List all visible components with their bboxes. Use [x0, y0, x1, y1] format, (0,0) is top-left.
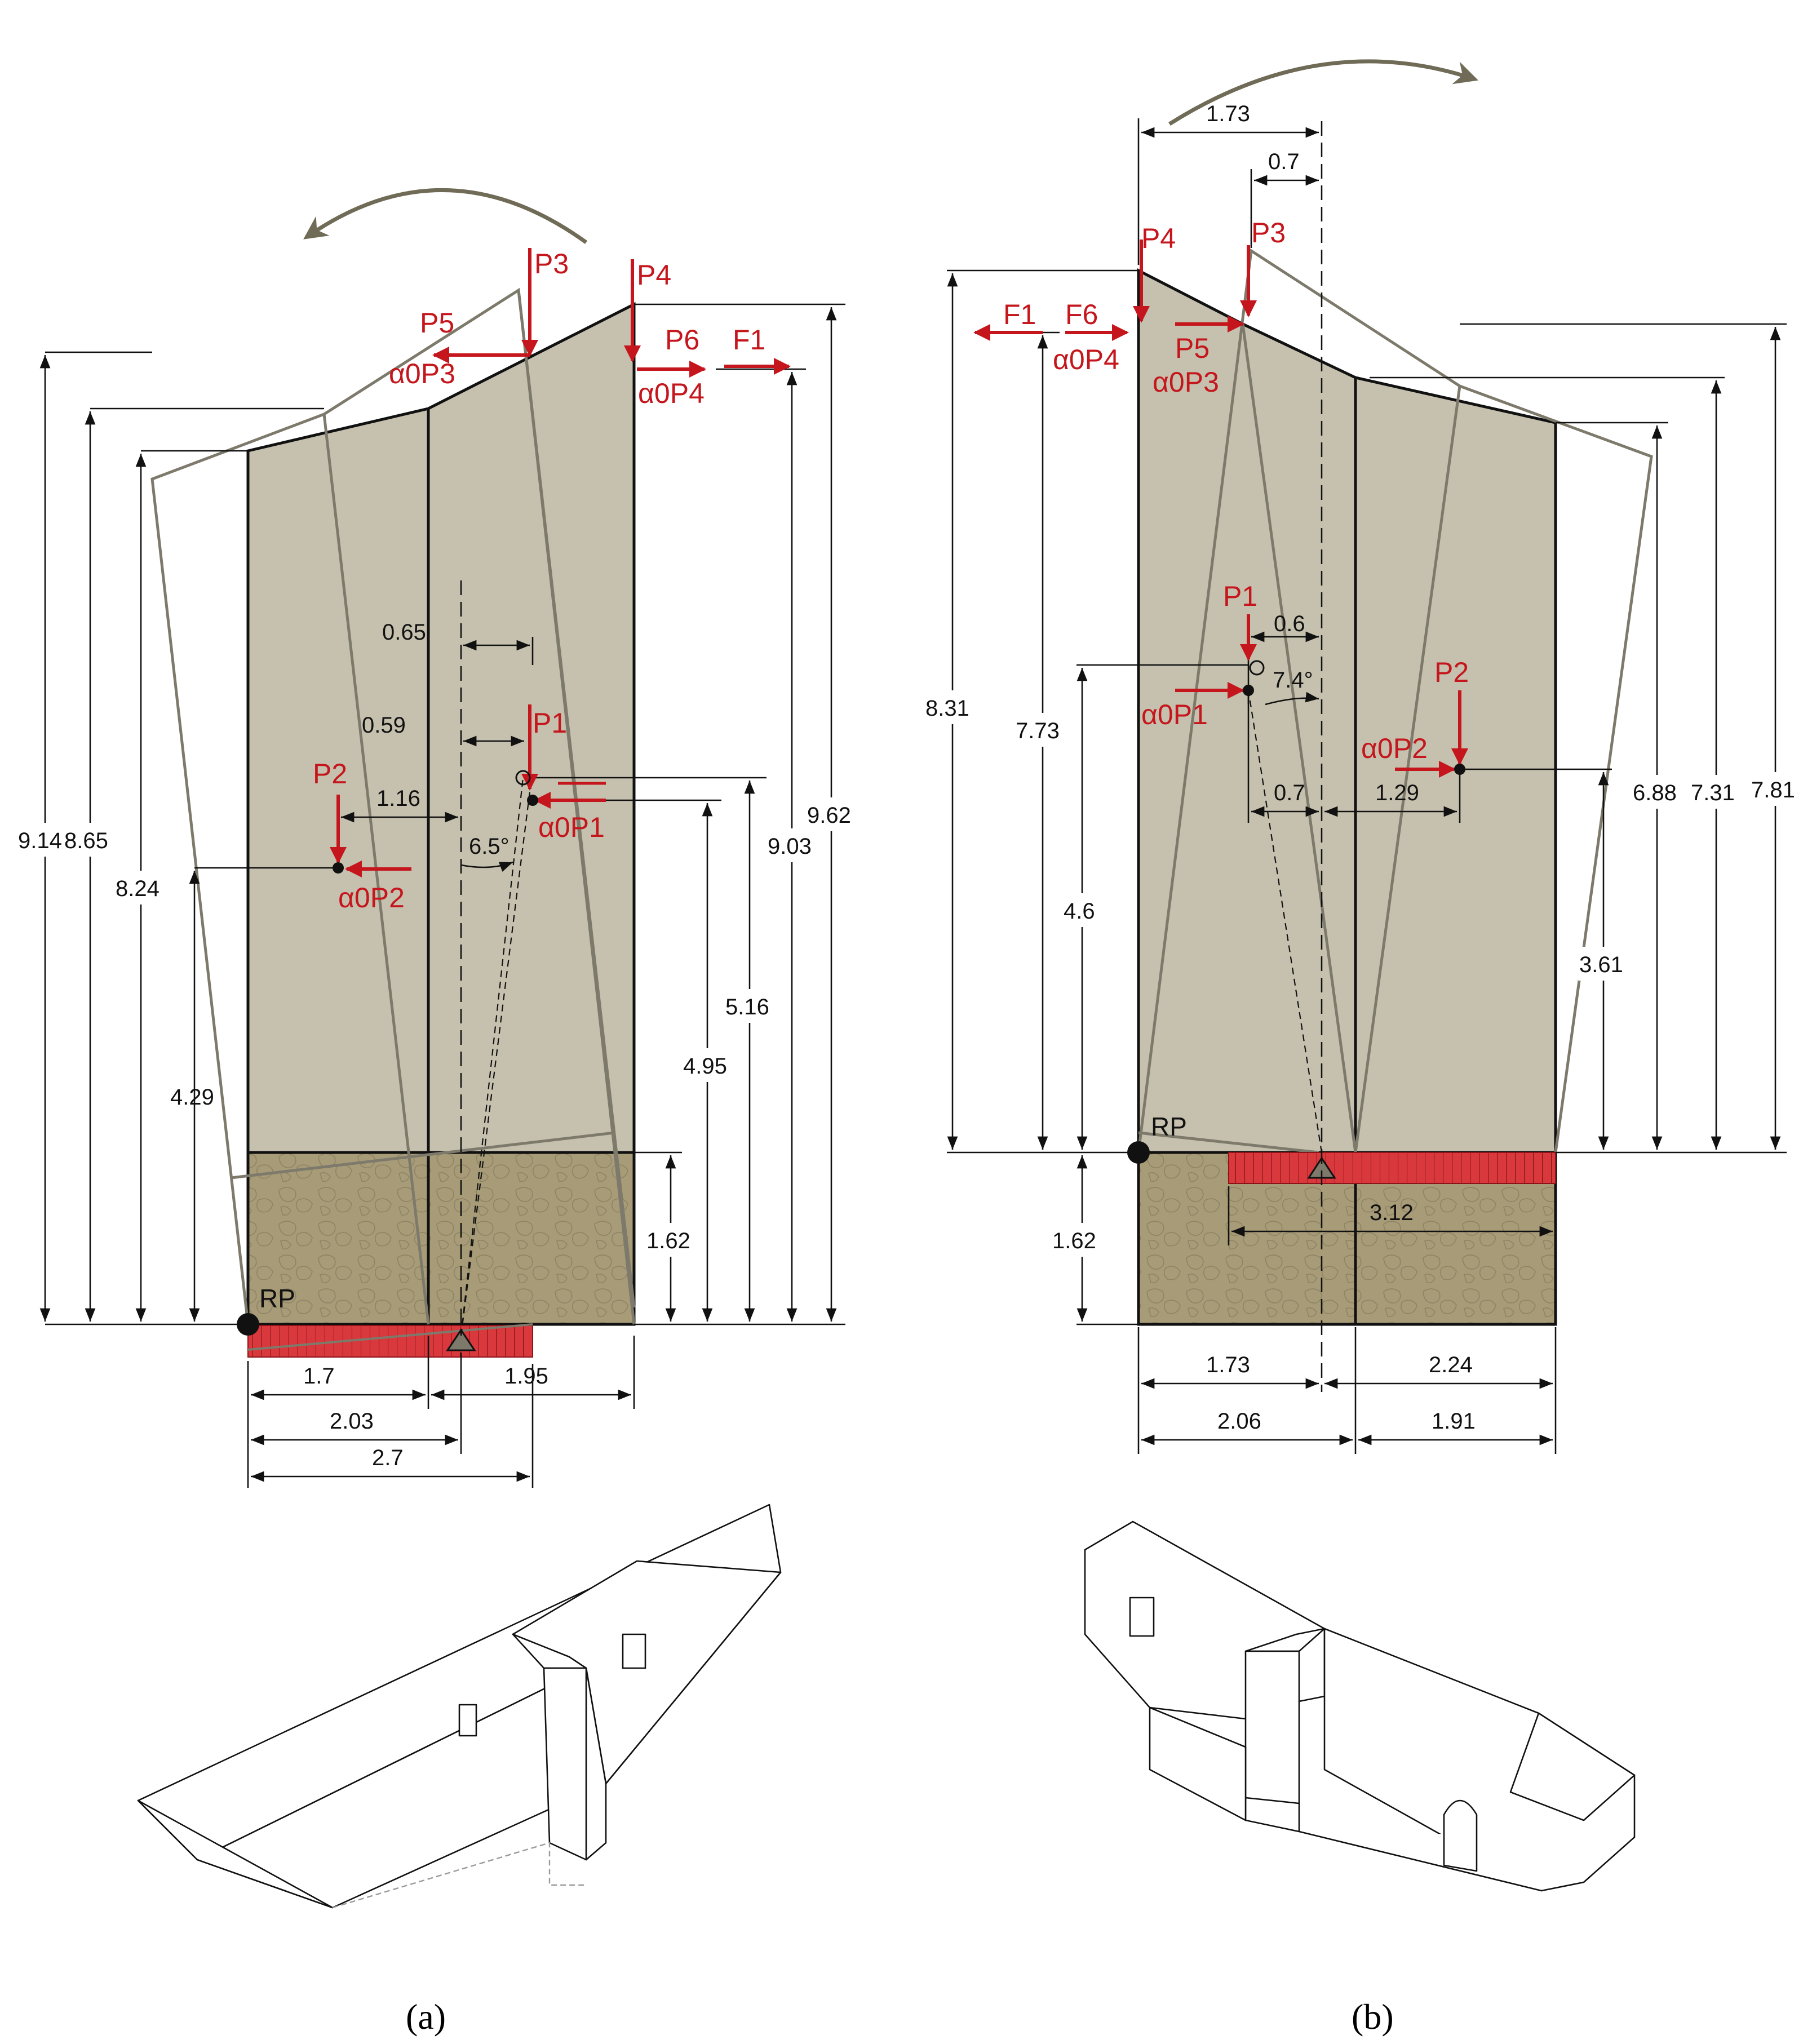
force-a0p3-a: α0P3 [389, 358, 455, 389]
dim-4-6: 4.6 [1064, 899, 1095, 924]
centroid-p1-b [1243, 685, 1254, 696]
force-p5-b: P5 [1175, 332, 1210, 364]
rotation-line-b [1247, 690, 1323, 1153]
caption-a: (a) [406, 1997, 446, 2037]
pressure-block-a [247, 1325, 533, 1358]
dim-1-91: 1.91 [1432, 1409, 1476, 1434]
force-p5-a: P5 [420, 307, 454, 339]
dim-9-14: 9.14 [18, 828, 62, 853]
force-p4-b: P4 [1141, 223, 1176, 254]
force-a0p3-b: α0P3 [1153, 366, 1219, 398]
dim-0-6: 0.6 [1274, 611, 1305, 636]
centroid-p1-a [527, 795, 538, 806]
force-f1-b: F1 [1003, 299, 1036, 330]
force-f6-b: F6 [1065, 299, 1098, 330]
dim-1-95: 1.95 [504, 1364, 548, 1389]
dim-9-62: 9.62 [807, 803, 851, 828]
dim-1-73-top: 1.73 [1206, 101, 1250, 126]
dim-1-62-a: 1.62 [646, 1229, 690, 1253]
dim-2-03: 2.03 [330, 1409, 374, 1434]
rp-label-b: RP [1151, 1112, 1187, 1141]
force-p1-a: P1 [533, 707, 567, 739]
force-a0p4-a: α0P4 [638, 378, 705, 409]
force-a0p2-a: α0P2 [338, 882, 405, 914]
force-p2-b: P2 [1434, 657, 1469, 688]
panel-a: RP 9.14 8.65 8.24 4.29 [17, 188, 857, 2037]
isometric-wall-b [1084, 1520, 1636, 1892]
isometric-wall-a [137, 1504, 782, 1909]
angle-arc-b [1265, 691, 1319, 706]
force-a0p4-b: α0P4 [1053, 344, 1119, 375]
dim-8-24: 8.24 [116, 876, 160, 901]
dim-2-24: 2.24 [1429, 1353, 1473, 1377]
dim-1-7: 1.7 [303, 1364, 335, 1389]
pressure-block-b [1228, 1152, 1556, 1184]
dim-4-95: 4.95 [683, 1054, 727, 1079]
dim-1-73: 1.73 [1206, 1353, 1250, 1377]
dim-7-73: 7.73 [1016, 719, 1060, 743]
angle-arc-a [460, 861, 513, 872]
force-f1-a: F1 [733, 324, 765, 356]
force-p4-a: P4 [637, 259, 671, 291]
force-p1-b: P1 [1223, 580, 1257, 612]
force-a0p2-b: α0P2 [1361, 733, 1428, 764]
angle-b: 7.4° [1273, 668, 1313, 693]
dim-6-88: 6.88 [1633, 781, 1677, 805]
dim-9-03: 9.03 [768, 834, 812, 859]
dim-3-12: 3.12 [1370, 1200, 1414, 1225]
dim-7-81: 7.81 [1751, 778, 1795, 802]
dim-4-29: 4.29 [170, 1085, 214, 1110]
dim-5-16: 5.16 [725, 995, 769, 1019]
centroid-p2-b [1454, 764, 1465, 775]
dim-0-7-mid: 0.7 [1274, 781, 1305, 805]
dim-1-16: 1.16 [376, 786, 420, 811]
top-dims-b [1137, 118, 1319, 265]
dim-1-62-b: 1.62 [1052, 1229, 1096, 1253]
rp-label-a: RP [259, 1284, 295, 1313]
rotation-arrow-a [303, 188, 588, 244]
centroid-p1-rotated-a [515, 770, 531, 786]
bottom-dims-b [1137, 1327, 1557, 1454]
dim-2-7: 2.7 [372, 1446, 404, 1470]
angle-a: 6.5° [469, 834, 510, 859]
force-p2-a: P2 [313, 758, 347, 790]
dim-7-31: 7.31 [1691, 781, 1735, 805]
pressure-edge-a [247, 1323, 533, 1351]
dim-2-06: 2.06 [1217, 1409, 1261, 1434]
force-a0p1-b: α0P1 [1141, 699, 1208, 730]
rotation-arrow-b [1168, 59, 1478, 126]
dim-0-59: 0.59 [362, 713, 406, 738]
dim-0-65: 0.65 [382, 620, 426, 645]
dim-3-61: 3.61 [1579, 952, 1623, 977]
centroid-p2-a [333, 862, 344, 874]
dim-0-7-top: 0.7 [1268, 149, 1300, 174]
rotation-line-a [460, 791, 531, 1336]
foundation-a [246, 1151, 636, 1326]
force-a0p1-a: α0P1 [538, 812, 605, 843]
forces-b [973, 240, 1468, 778]
force-p3-b: P3 [1251, 217, 1286, 249]
dim-8-31: 8.31 [925, 696, 969, 721]
bottom-dims-a [247, 1336, 635, 1488]
caption-b: (b) [1352, 1997, 1394, 2037]
dim-8-65: 8.65 [64, 828, 108, 853]
centroid-p1-rotated-b [1249, 660, 1265, 676]
dim-1-29: 1.29 [1375, 781, 1419, 805]
panel-b: RP 1.73 0.7 8.31 7.73 4.6 [924, 59, 1801, 2037]
force-p3-a: P3 [534, 248, 569, 280]
force-p6-a: P6 [665, 324, 699, 356]
wall-a [246, 301, 636, 1154]
pivot-triangle-a [446, 1328, 476, 1351]
